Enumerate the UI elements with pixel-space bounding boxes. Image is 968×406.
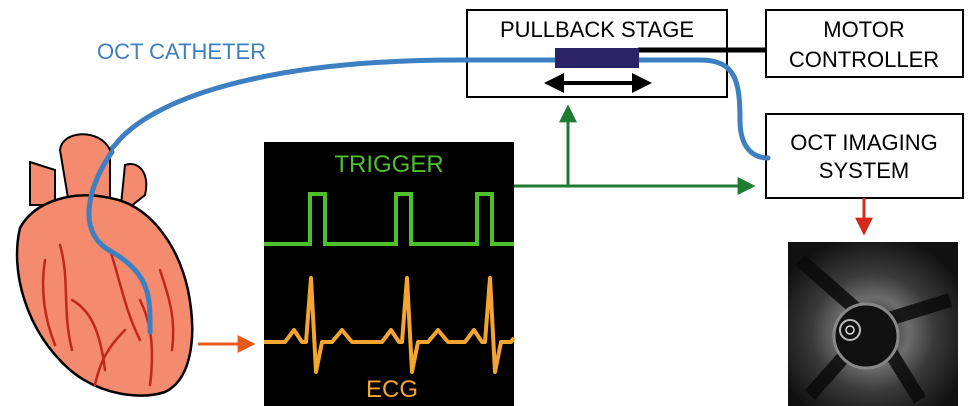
oct-imaging-system: OCT IMAGING SYSTEM <box>765 113 964 199</box>
heart-icon <box>15 133 194 397</box>
oct-cross-section-image <box>788 242 958 406</box>
motor-controller-label-line1: MOTOR <box>823 17 904 42</box>
trigger-label: TRIGGER <box>334 151 443 178</box>
motor-controller-label-line2: CONTROLLER <box>789 47 939 72</box>
oct-system-label-line2: SYSTEM <box>819 158 909 183</box>
trigger-waveform <box>264 192 514 246</box>
stage-carriage <box>555 48 639 68</box>
motor-controller: MOTOR CONTROLLER <box>765 9 964 78</box>
pullback-stage-label: PULLBACK STAGE <box>500 17 694 42</box>
ecg-label: ECG <box>366 376 418 403</box>
oct-system-label-line1: OCT IMAGING <box>790 130 938 155</box>
ecg-waveform <box>264 276 516 374</box>
ecg-trigger-panel: TRIGGER ECG <box>264 142 516 406</box>
catheter-label: OCT CATHETER <box>97 39 266 64</box>
catheter-tip <box>86 149 153 335</box>
